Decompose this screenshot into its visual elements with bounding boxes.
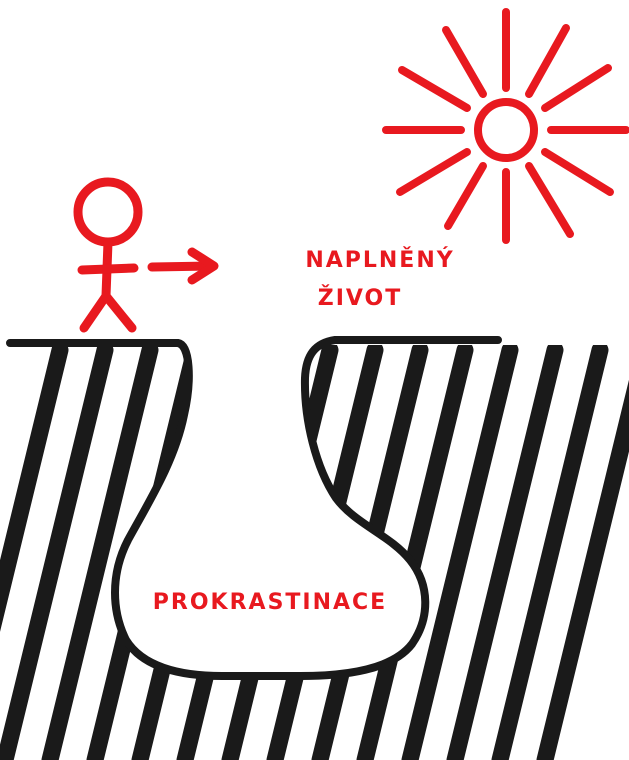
cliff-hatching — [0, 350, 629, 760]
goal-label-line-1: NAPLNĚNÝ — [290, 250, 470, 272]
pit-label: PROKRASTINACE — [140, 592, 400, 614]
sun-icon — [386, 12, 626, 240]
goal-label-line-2: ŽIVOT — [300, 288, 420, 310]
arrow-right-icon — [152, 252, 214, 280]
stick-figure-icon — [78, 182, 138, 328]
